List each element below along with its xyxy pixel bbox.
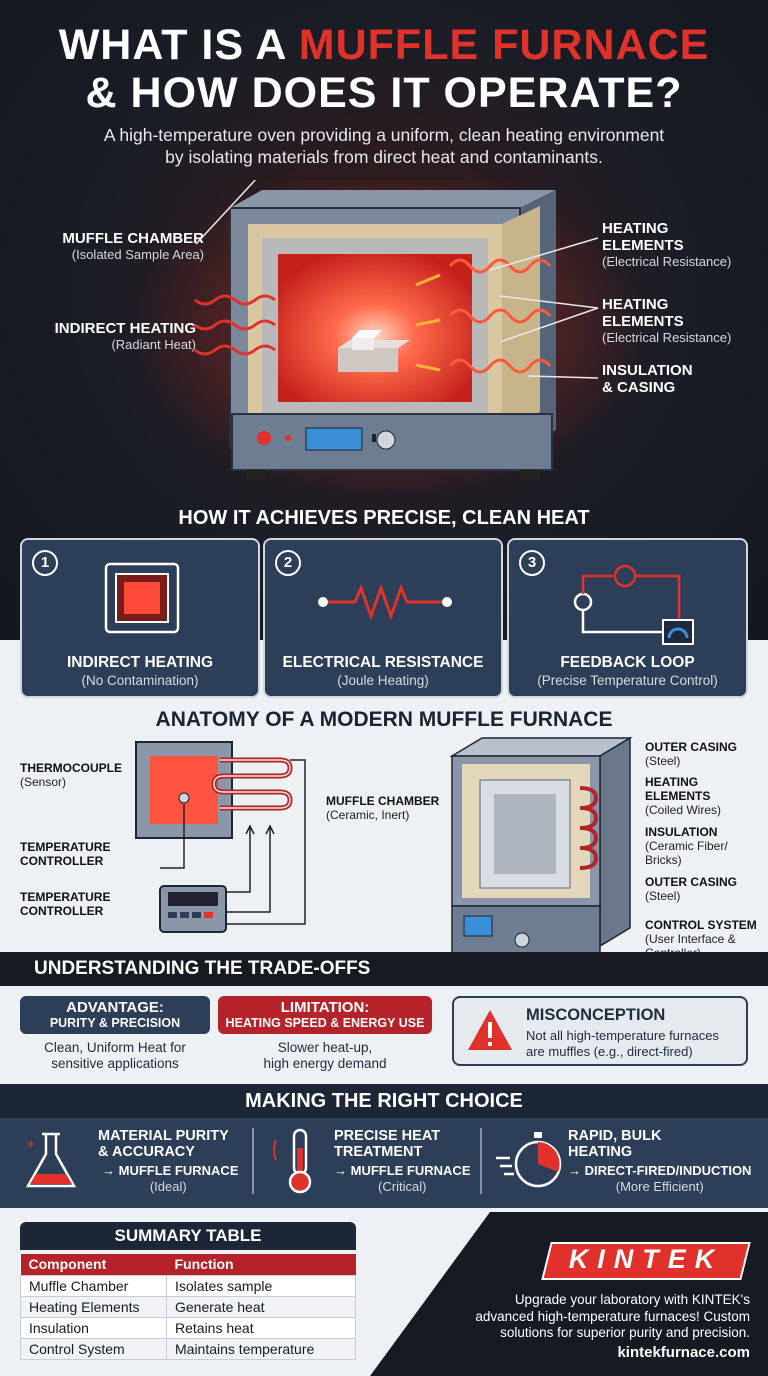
label-outer-casing-1: OUTER CASING(Steel)	[645, 740, 738, 768]
subtitle-line1: A high-temperature oven providing a unif…	[103, 125, 665, 145]
choice-heading: MAKING THE RIGHT CHOICE	[245, 1090, 523, 1112]
misconception-box: MISCONCEPTION Not all high-temperature f…	[452, 996, 748, 1066]
brand-name: KINTEK	[568, 1244, 724, 1274]
furnace-illustration	[130, 180, 650, 500]
advantage-badge: ADVANTAGE:PURITY & PRECISION	[20, 996, 210, 1034]
limitation-badge: LIMITATION:HEATING SPEED & ENERGY USE	[218, 996, 432, 1034]
subtitle-line2: by isolating materials from direct heat …	[165, 147, 603, 167]
label-insulation-casing: INSULATION& CASING	[602, 362, 693, 396]
principle-card-indirect: 1 INDIRECT HEATING (No Contamination)	[20, 538, 260, 698]
tradeoffs-heading: UNDERSTANDING THE TRADE-OFFS	[34, 958, 371, 979]
flask-icon: +	[25, 1132, 77, 1188]
page-title: WHAT IS A MUFFLE FURNACE	[58, 21, 710, 69]
resistor-icon	[318, 583, 452, 621]
choice-purity: MATERIAL PURITY& ACCURACY→ MUFFLE FURNAC…	[98, 1128, 239, 1194]
summary-heading: SUMMARY TABLE	[20, 1222, 356, 1250]
principle-card-resistance: 2 ELECTRICAL RESISTANCE (Joule Heating)	[263, 538, 503, 698]
principles-heading: HOW IT ACHIEVES PRECISE, CLEAN HEAT	[178, 507, 590, 529]
stopwatch-icon	[496, 1132, 562, 1188]
label-thermocouple: THERMOCOUPLE(Sensor)	[20, 761, 122, 789]
chamber-icon	[104, 562, 180, 634]
limitation-desc: Slower heat-up,high energy demand	[263, 1040, 387, 1071]
feedback-loop-icon	[573, 564, 694, 645]
label-insulation-ceramic: INSULATION(Ceramic Fiber/Bricks)	[645, 825, 728, 867]
warning-icon	[468, 1010, 512, 1050]
promo-url[interactable]: kintekfurnace.com	[617, 1344, 750, 1361]
label-outer-casing-2: OUTER CASING(Steel)	[645, 875, 738, 903]
label-muffle-chamber: MUFFLE CHAMBER(Isolated Sample Area)	[62, 230, 204, 262]
svg-text:+: +	[26, 1137, 36, 1151]
label-indirect-heating: INDIRECT HEATING(Radiant Heat)	[54, 320, 196, 352]
tradeoffs-bar	[0, 952, 768, 986]
thermometer-icon	[273, 1128, 312, 1194]
page-title-line2: & HOW DOES IT OPERATE?	[85, 69, 683, 117]
anatomy-heading: ANATOMY OF A MODERN MUFFLE FURNACE	[155, 708, 613, 731]
cutaway-furnace	[449, 736, 633, 968]
control-schematic	[135, 741, 306, 933]
principle-card-feedback: 3 FEEDBACK LOOP (Precise Temperature Con…	[507, 538, 748, 698]
label-muffle-chamber-ceramic: MUFFLE CHAMBER(Ceramic, Inert)	[326, 794, 440, 822]
